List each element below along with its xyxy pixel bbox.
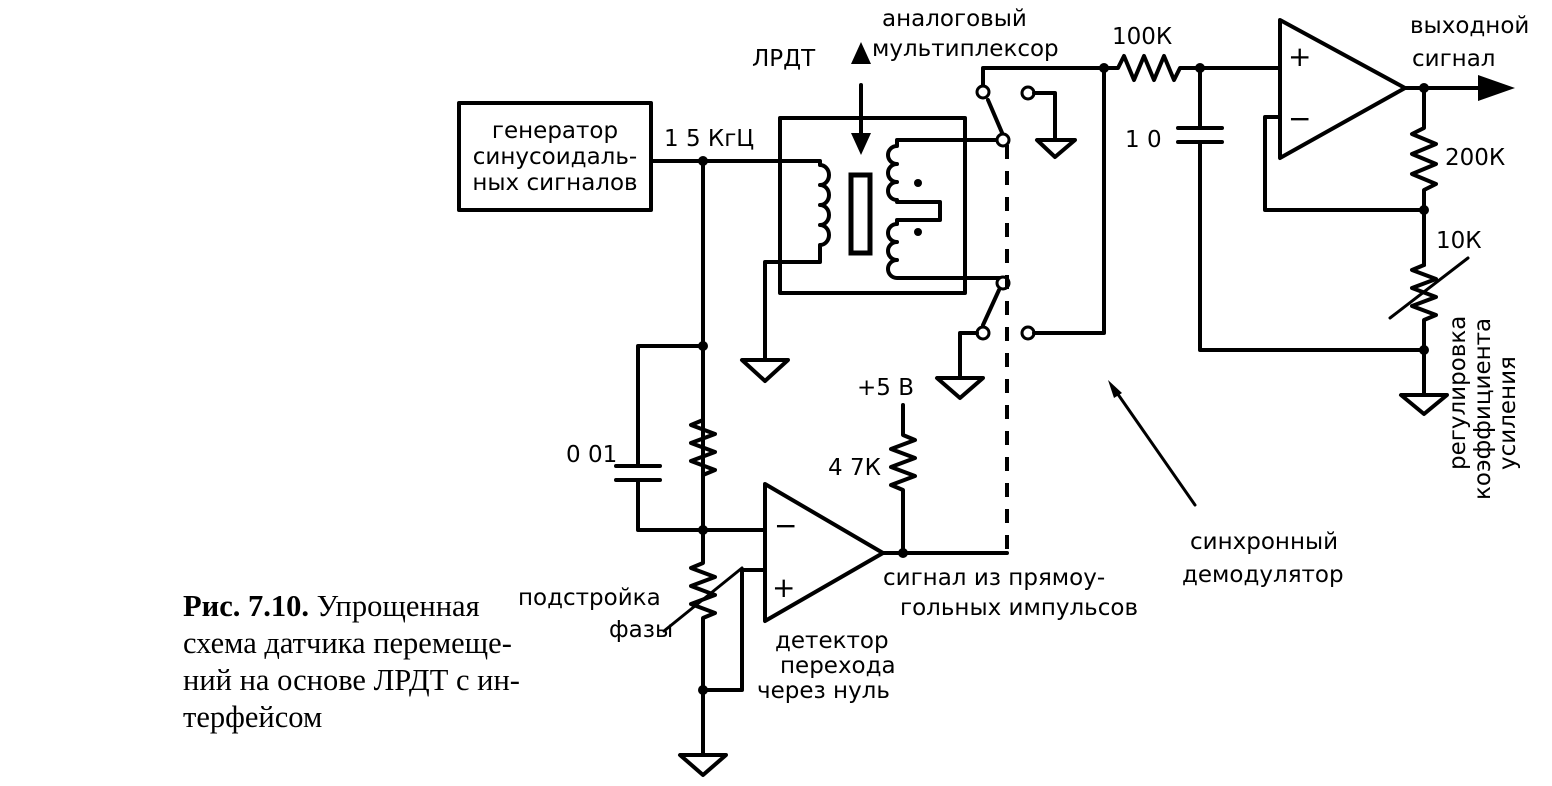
r-47k-label: 4 7К xyxy=(828,455,881,481)
resistor-200k xyxy=(1410,86,1438,267)
plus-input-wire xyxy=(701,568,767,692)
square-wave-label-2: гольных импульсов xyxy=(900,595,1138,621)
ground-icon xyxy=(678,753,728,777)
lvdt-housing xyxy=(778,116,967,295)
generator-label-3: ных сигналов xyxy=(472,170,637,196)
output-opamp: + − xyxy=(1278,18,1407,160)
zero-cross-label-1: детектор xyxy=(775,628,889,654)
capacitor-1-0 xyxy=(1176,66,1426,352)
generator-box xyxy=(457,101,653,212)
output-label-2: сигнал xyxy=(1412,46,1496,72)
lvdt-core xyxy=(848,172,873,256)
switch-ground-wire xyxy=(958,331,979,380)
switch-blade-bottom xyxy=(981,288,1001,327)
sine-generator: генератор синусоидаль- ных сигналов xyxy=(457,101,653,212)
caption-line-4: терфейсом xyxy=(183,700,323,734)
lvdt: ЛРДТ xyxy=(752,42,1005,362)
frequency-label: 1 5 КгЦ xyxy=(664,126,754,152)
ground-icon xyxy=(1399,393,1449,416)
comparator-minus: − xyxy=(774,509,797,542)
potentiometer-10k xyxy=(1410,263,1438,397)
junction-dot xyxy=(1419,345,1429,355)
secondary-coils xyxy=(886,138,1005,280)
demodulator-pointer xyxy=(1113,388,1197,507)
pot-adjust-arrow-10k xyxy=(1388,256,1470,320)
switch-blade-top xyxy=(986,98,1005,137)
switch-terminal xyxy=(995,132,1011,148)
winding-dot xyxy=(914,179,922,187)
ground-icon xyxy=(1035,138,1077,159)
switch-ground-wire xyxy=(1032,91,1057,142)
pointer-arrow-icon xyxy=(1108,380,1122,398)
primary-coil xyxy=(763,159,831,362)
c-001-label: 0 01 xyxy=(566,442,617,468)
ground-icon xyxy=(740,358,790,383)
output-label-1: выходной xyxy=(1410,13,1529,39)
caption-number: Рис. 7.10. xyxy=(183,589,309,623)
output-opamp-plus: + xyxy=(1288,40,1311,73)
comparator-triangle xyxy=(763,482,885,623)
zero-crossing-detector: − + детектор перехода через нуль xyxy=(757,482,896,704)
zero-cross-label-3: через нуль xyxy=(757,678,890,704)
gain-adjust-label-3: усиления xyxy=(1495,356,1521,470)
output-opamp-triangle xyxy=(1278,18,1407,160)
gain-adjust-label-2: коэффициента xyxy=(1470,318,1496,500)
analog-multiplexer: аналоговый мультиплексор xyxy=(872,6,1106,553)
motion-arrow-up xyxy=(851,42,871,64)
sync-demod-label-2: демодулятор xyxy=(1182,562,1344,588)
r-100k-label: 100К xyxy=(1112,24,1172,50)
figure-caption: Рис. 7.10. Упрощенная схема датчика пере… xyxy=(183,588,520,736)
phase-resistor xyxy=(689,408,717,492)
lvdt-label: ЛРДТ xyxy=(752,46,816,72)
r-10k-label: 10К xyxy=(1436,228,1482,254)
supply-label: +5 В xyxy=(857,375,914,401)
mux-label-1: аналоговый xyxy=(882,6,1027,32)
winding-dot xyxy=(914,228,922,236)
square-wave-label-1: сигнал из прямоу- xyxy=(883,565,1105,591)
output-opamp-minus: − xyxy=(1288,102,1311,135)
c-10-label: 1 0 xyxy=(1125,127,1162,153)
r-200k-label: 200К xyxy=(1445,145,1505,171)
sync-demod-label-1: синхронный xyxy=(1190,529,1338,555)
resistor-4-7k xyxy=(889,403,917,555)
feedback-wire xyxy=(1263,115,1426,212)
motion-arrow-down xyxy=(851,133,871,155)
caption-line-2: схема датчика перемеще- xyxy=(183,626,512,660)
gain-adjust-label-1: регулировка xyxy=(1445,316,1471,470)
gain-adjust-label: регулировка коэффициента усиления xyxy=(1445,316,1521,500)
mux-label-2: мультиплексор xyxy=(872,36,1059,62)
mux-bottom-output-wire xyxy=(1032,66,1106,335)
pot-adjust-arrow-phase xyxy=(662,566,744,633)
output-arrow-icon xyxy=(1478,75,1515,101)
capacitor-0-01 xyxy=(614,344,767,532)
phase-trim-pot xyxy=(689,528,717,757)
comparator-plus: + xyxy=(772,571,795,604)
generator-label-2: синусоидаль- xyxy=(473,144,637,170)
phase-trim-label-2: фазы xyxy=(609,617,673,643)
generator-label-1: генератор xyxy=(492,118,618,144)
caption-line-3: ний на основе ЛРДТ с ин- xyxy=(183,663,520,697)
zero-cross-label-2: перехода xyxy=(780,653,896,679)
phase-trim-label-1: подстройка xyxy=(518,585,661,611)
switch-terminal xyxy=(975,84,991,100)
resistor-100k xyxy=(1102,54,1282,82)
caption-line-1: Упрощенная xyxy=(316,589,480,623)
ground-icon xyxy=(935,376,985,400)
junction-dot xyxy=(1419,205,1429,215)
mux-top-common-wire xyxy=(981,66,1106,94)
